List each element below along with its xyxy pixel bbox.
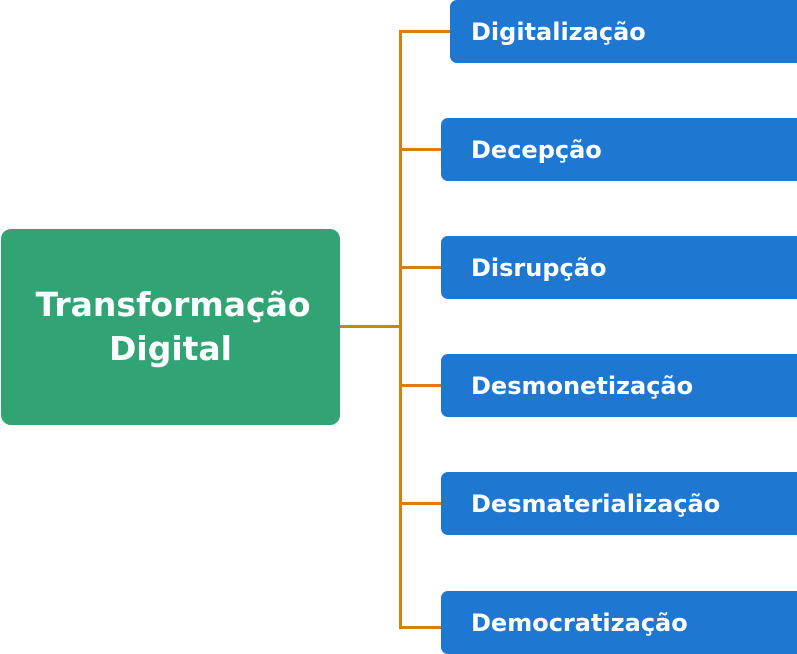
connector-branch <box>399 266 441 269</box>
connector-branch <box>399 148 441 151</box>
root-label: Transformação Digital <box>35 285 311 368</box>
connector-branch <box>399 384 441 387</box>
connector-trunk <box>399 30 402 629</box>
branch-desmonetizacao: Desmonetização <box>441 354 797 417</box>
branch-disrupcao: Disrupção <box>441 236 797 299</box>
connector-branch <box>399 502 441 505</box>
connector-root <box>340 325 401 328</box>
root-node-transformacao-digital: Transformação Digital <box>1 229 340 425</box>
connector-branch <box>399 626 441 629</box>
branch-democratizacao: Democratização <box>441 591 797 654</box>
branch-decepcao: Decepção <box>441 118 797 181</box>
connector-branch <box>399 30 450 33</box>
branch-desmaterializacao: Desmaterialização <box>441 472 797 535</box>
branch-digitalizacao: Digitalização <box>450 0 797 63</box>
